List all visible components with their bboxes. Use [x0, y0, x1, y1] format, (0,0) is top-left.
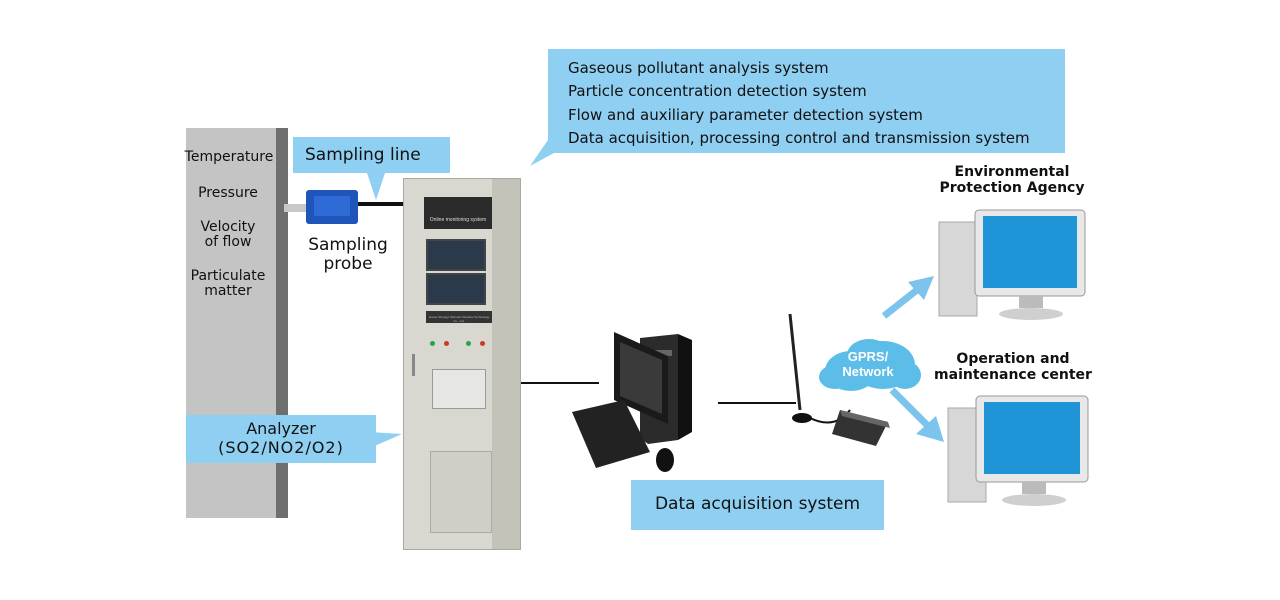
monitoring-cabinet: Online monitoring system Hunan Shangyi S…	[403, 178, 521, 550]
cabinet-footer-text: Hunan Shangyi Stimulus Shadow Technology…	[428, 315, 490, 323]
cabinet-footer-plate: Hunan Shangyi Stimulus Shadow Technology…	[426, 311, 492, 323]
network-cloud-icon	[819, 339, 921, 391]
omc-computer-icon	[947, 395, 1089, 506]
cabinet-handle	[412, 354, 415, 376]
system-item: Flow and auxiliary parameter detection s…	[568, 105, 923, 124]
cabinet-to-pc-line	[521, 382, 599, 384]
data-acquisition-callout	[631, 480, 884, 530]
system-item: Data acquisition, processing control and…	[568, 128, 1030, 147]
data-acquisition-label: Data acquisition system	[654, 494, 861, 514]
system-item: Gaseous pollutant analysis system	[568, 59, 829, 77]
screen-title: Online monitoring system	[429, 217, 487, 223]
analyzer-tail	[370, 432, 402, 448]
flow-meter-panel	[432, 369, 486, 409]
cabinet-window	[430, 451, 492, 533]
systems-list: Gaseous pollutant analysis system Partic…	[568, 57, 1030, 150]
arrow-up-icon	[881, 276, 934, 319]
arrow-down-icon	[889, 387, 944, 442]
cabinet-screen: Online monitoring system	[424, 197, 492, 229]
sampling-probe-icon	[284, 190, 404, 224]
sampling-line-label: Sampling line	[305, 145, 421, 165]
param-particulate: Particulate matter	[190, 268, 266, 299]
cabinet-side	[492, 179, 520, 549]
param-velocity: Velocity of flow	[200, 219, 256, 250]
analyzer-panel-2	[426, 273, 486, 305]
analyzer-title: Analyzer	[246, 419, 316, 438]
antenna-modem-icon	[788, 313, 890, 446]
pc-to-modem-line	[718, 402, 796, 404]
param-pressure: Pressure	[198, 185, 258, 201]
sampling-line-tail	[366, 170, 386, 200]
sampling-probe-label: Sampling probe	[308, 235, 388, 274]
systems-callout	[548, 49, 1065, 153]
epa-computer-icon	[938, 209, 1086, 320]
analyzer-callout	[186, 415, 376, 463]
network-label: GPRS/ Network	[842, 349, 894, 379]
epa-label: Environmental Protection Agency	[939, 164, 1085, 196]
data-acquisition-pc-icon	[572, 332, 692, 472]
param-temperature: Temperature	[184, 149, 274, 165]
analyzer-panel-1	[426, 239, 486, 271]
analyzer-gases: (SO2/NO2/O2)	[218, 438, 344, 457]
systems-callout-tail	[530, 140, 578, 166]
sampling-line-callout	[293, 137, 450, 173]
omc-label: Operation and maintenance center	[934, 351, 1092, 383]
indicator-lights	[430, 341, 490, 349]
system-item: Particle concentration detection system	[568, 82, 867, 101]
